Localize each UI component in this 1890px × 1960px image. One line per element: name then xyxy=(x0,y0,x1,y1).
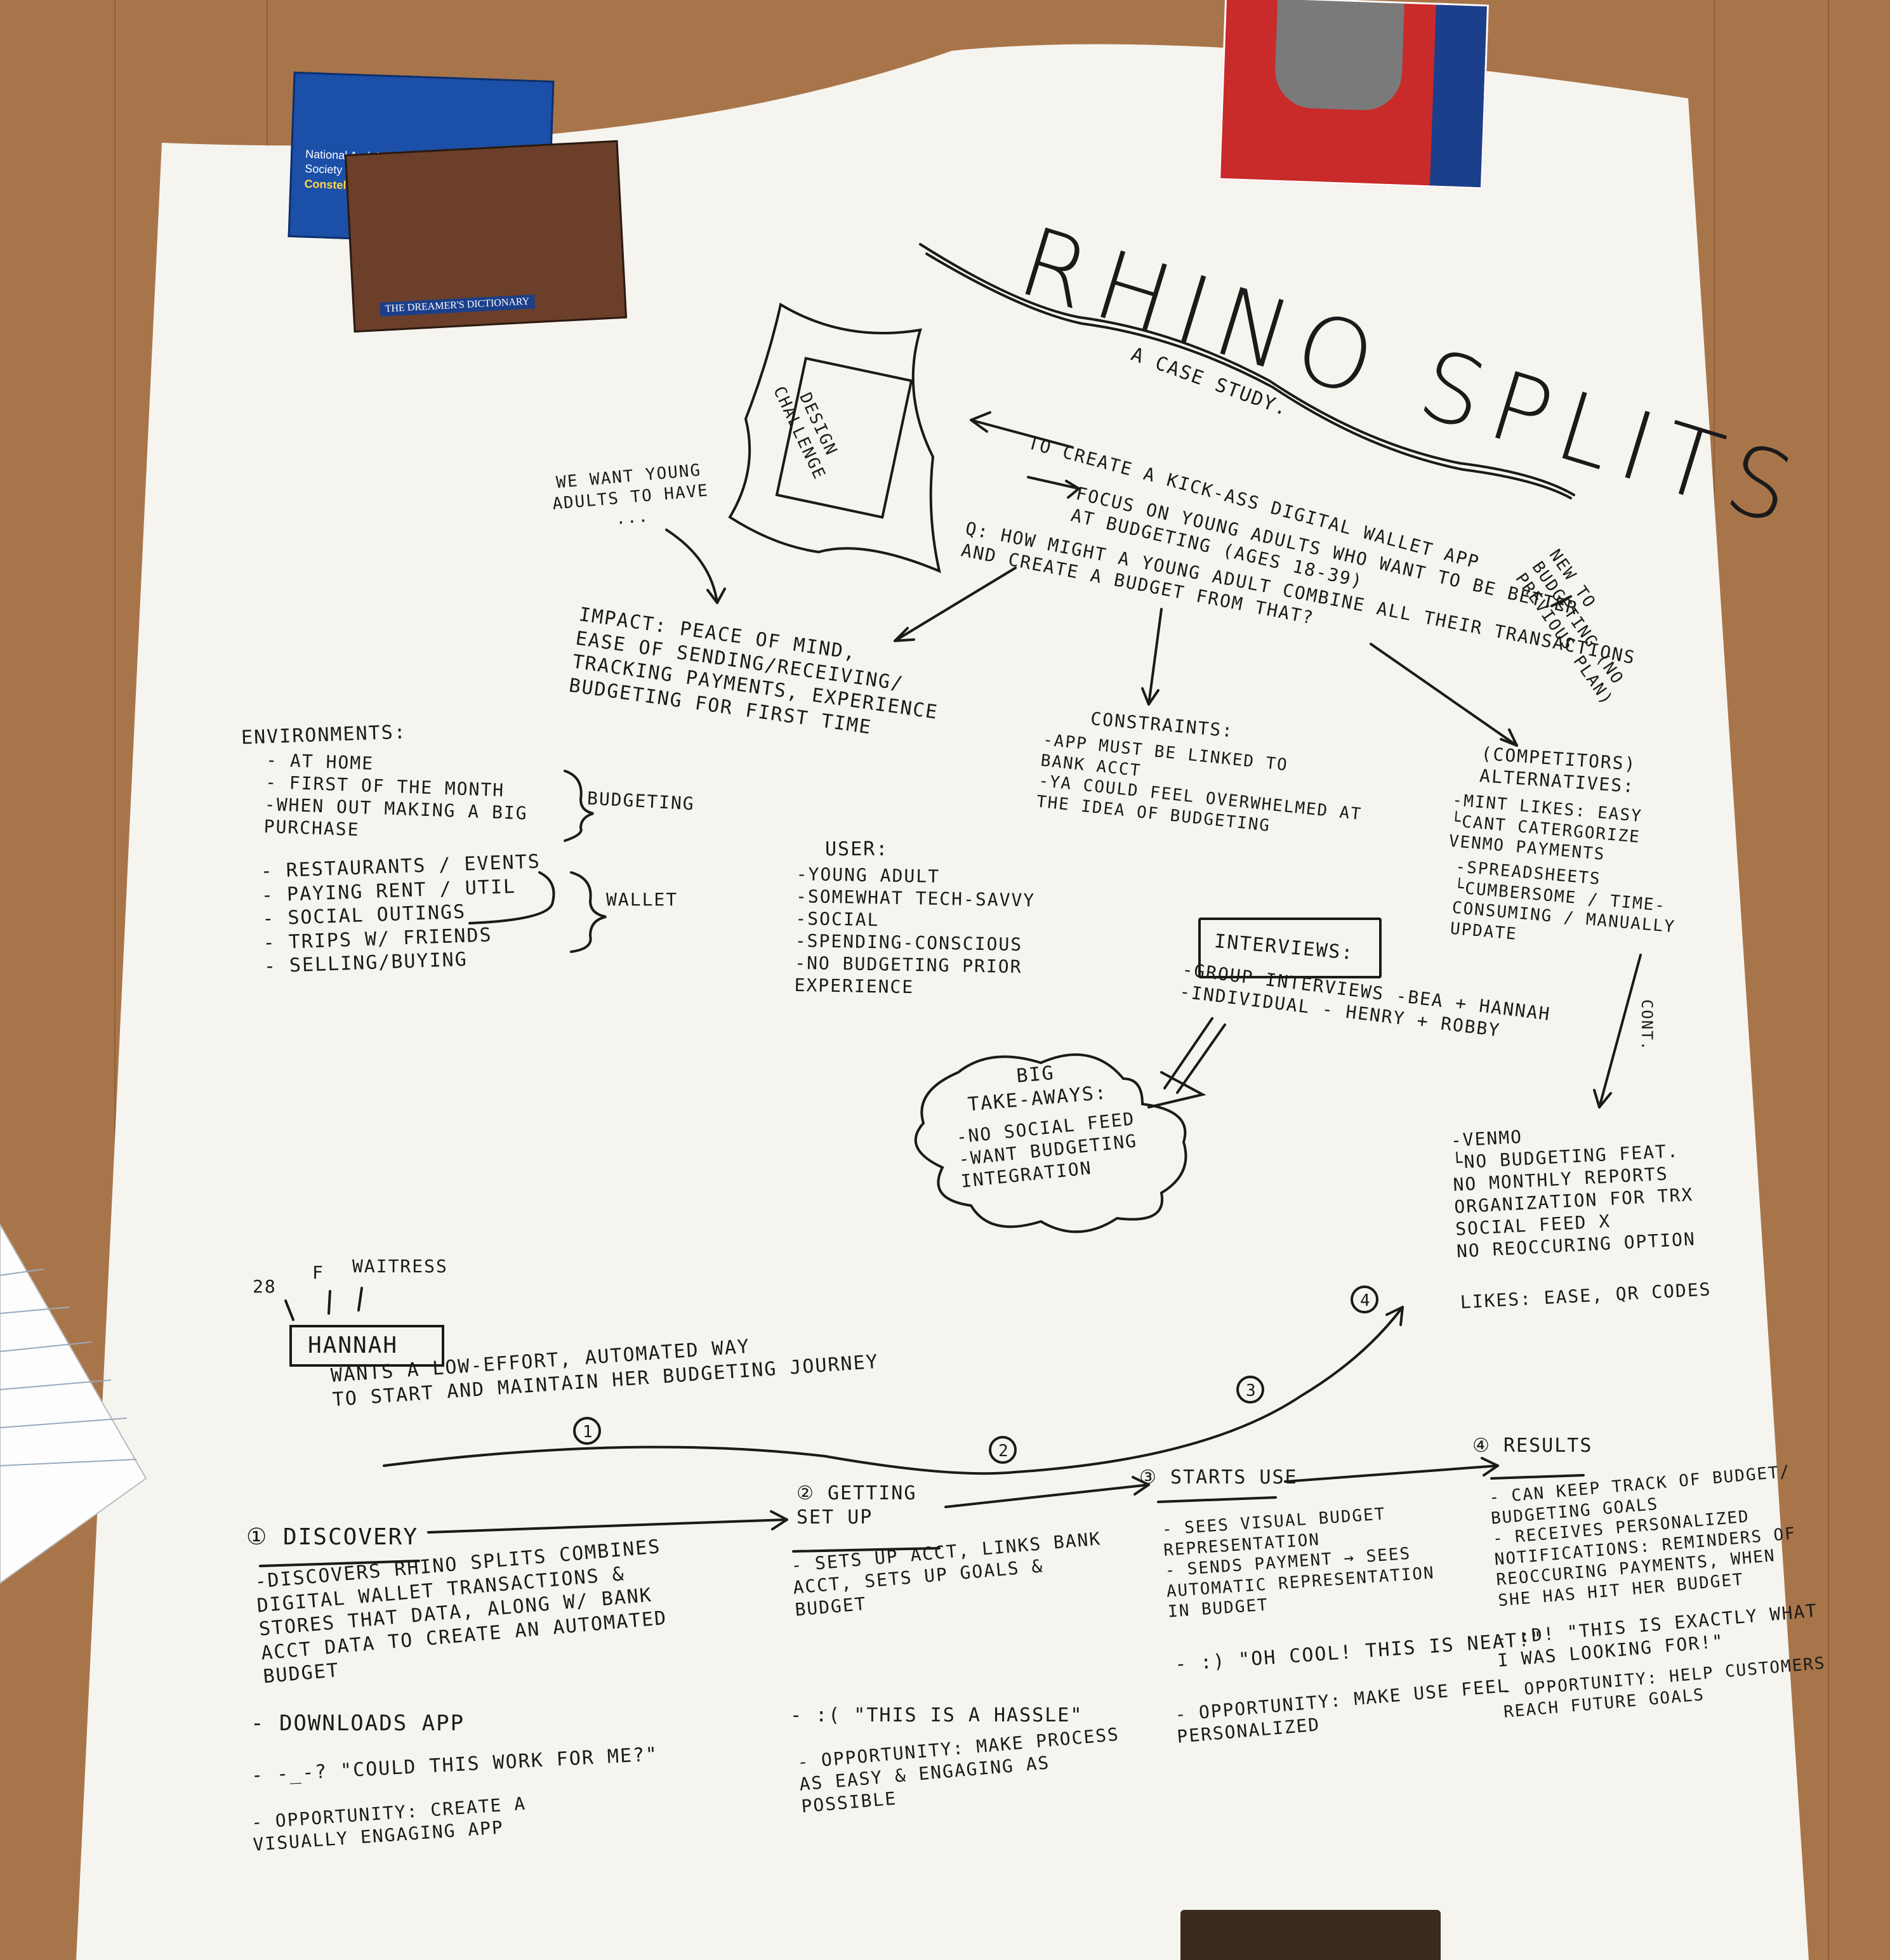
challenge-frame-outer xyxy=(728,302,941,574)
journey-marker-num-1: 1 xyxy=(583,1423,593,1442)
venmo-items: -VENMO └NO BUDGETING FEAT. NO MONTHLY RE… xyxy=(1450,1126,1696,1262)
novel-book xyxy=(1219,0,1489,190)
notebook-lines xyxy=(0,1268,137,1466)
results-title: ④ RESULTS xyxy=(1472,1435,1593,1457)
dreamers-dictionary-book: THE DREAMER'S DICTIONARY xyxy=(344,140,628,333)
challenge-frame-inner xyxy=(775,357,913,519)
discovery-download: - DOWNLOADS APP xyxy=(251,1711,465,1736)
journey-curve xyxy=(383,1306,1404,1475)
persona-age: 28 xyxy=(253,1276,277,1297)
paper-outline xyxy=(76,44,1809,1960)
arrow-we-want-impact xyxy=(665,529,718,604)
persona-gender: F xyxy=(312,1262,324,1283)
journey-marker-numbers: 1 2 3 4 xyxy=(583,1291,1370,1461)
environments-wallet-label: WALLET xyxy=(606,889,678,910)
title-wave xyxy=(919,243,1575,496)
interviews-box xyxy=(1198,918,1382,978)
setup-title: ② GETTING SET UP xyxy=(796,1482,917,1529)
notebook xyxy=(0,1223,147,1584)
arrow-constraints xyxy=(1147,608,1163,706)
arrow-to-challenge xyxy=(970,419,1074,449)
brace-wallet xyxy=(570,871,607,953)
results-body: - CAN KEEP TRACK OF BUDGET/ BUDGETING GO… xyxy=(1488,1462,1797,1610)
starts-use-body: - SEES VISUAL BUDGET REPRESENTATION - SE… xyxy=(1161,1504,1436,1622)
arrow-discovery-setup xyxy=(427,1518,788,1534)
journey-marker-4 xyxy=(1351,1286,1378,1313)
brace-budgeting xyxy=(564,770,594,842)
picture-frame xyxy=(1180,1910,1441,1960)
journey-marker-2 xyxy=(989,1436,1017,1464)
arrow-cont xyxy=(1598,954,1642,1108)
journey-marker-num-3: 3 xyxy=(1246,1381,1256,1400)
dreamers-book-title: THE DREAMER'S DICTIONARY xyxy=(380,294,535,317)
arrow-starts-results xyxy=(1284,1464,1499,1483)
takeaways-cloud xyxy=(914,1053,1187,1233)
environments-budgeting-items: - AT HOME - FIRST OF THE MONTH -WHEN OUT… xyxy=(263,749,529,841)
discovery-title: ① DISCOVERY xyxy=(246,1524,419,1550)
persona-name-box xyxy=(289,1325,444,1367)
journey-marker-3 xyxy=(1236,1376,1264,1404)
arrow-hmw-impact xyxy=(894,567,1017,642)
alternatives-cont: CONT. xyxy=(1638,999,1656,1052)
environments-wallet-items: - RESTAURANTS / EVENTS - PAYING RENT / U… xyxy=(260,850,541,978)
arrow-alternatives xyxy=(1370,643,1518,747)
persona-name: HANNAH xyxy=(308,1332,399,1358)
journey-marker-num-4: 4 xyxy=(1360,1291,1370,1310)
arrow-takeaways xyxy=(1163,1017,1226,1094)
arrow-setup-starts xyxy=(944,1483,1150,1508)
user-title: USER: xyxy=(825,838,889,860)
persona-job: WAITRESS xyxy=(352,1256,448,1277)
journey-marker-1 xyxy=(573,1417,601,1445)
journey-marker-num-2: 2 xyxy=(998,1442,1008,1461)
setup-quote: - :( "THIS IS A HASSLE" xyxy=(790,1704,1083,1727)
user-items: -YOUNG ADULT -SOMEWHAT TECH-SAVVY -SOCIA… xyxy=(794,863,1036,998)
starts-use-title: ③ STARTS USE xyxy=(1139,1466,1298,1489)
